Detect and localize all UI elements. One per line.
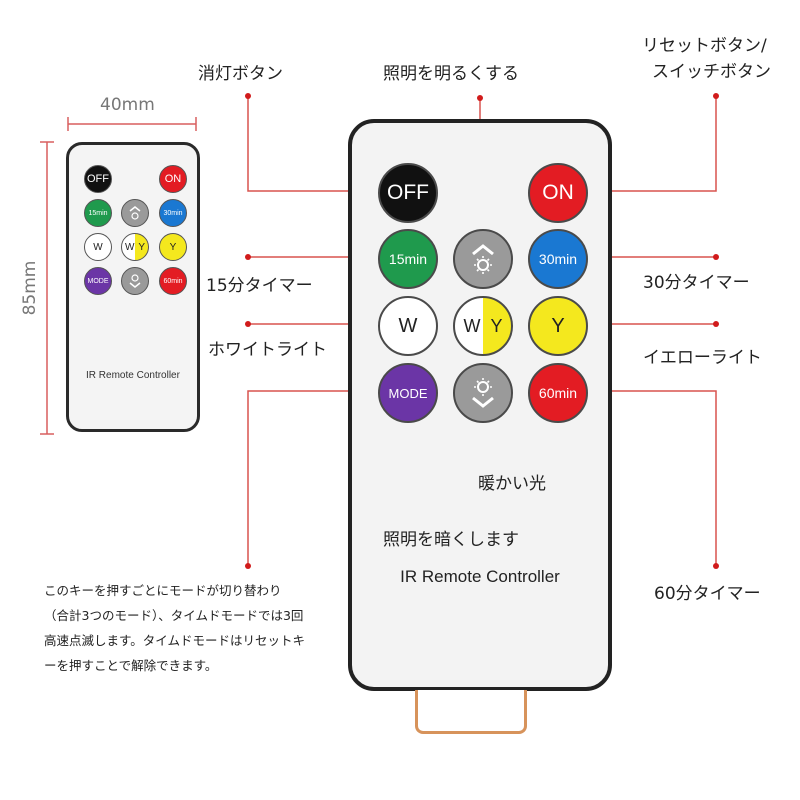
mode-description-line2: （合計3つのモード）、タイムドモードでは3回 xyxy=(44,608,304,623)
timer60-callout-line xyxy=(582,390,717,566)
on-callout-label-line2: スイッチボタン xyxy=(652,62,771,82)
brightness-up-button xyxy=(453,229,513,289)
timer30-callout-dot xyxy=(713,254,719,260)
small-brightness-up-button xyxy=(121,199,149,227)
small-on-button: ON xyxy=(159,165,187,193)
mode-description-line1: このキーを押すごとにモードが切り替わり xyxy=(44,583,282,598)
off-button: OFF xyxy=(378,163,438,223)
on-callout-line xyxy=(582,96,717,192)
small-off-button: OFF xyxy=(84,165,112,193)
mode-description-line4: ーを押すことで解除できます。 xyxy=(44,658,218,673)
small-warm-left-label: W xyxy=(124,241,135,253)
dimmer-callout-label: 照明を暗くします xyxy=(383,530,519,550)
on-button: ON xyxy=(528,163,588,223)
small-remote-title: IR Remote Controller xyxy=(86,370,180,381)
off-callout-label: 消灯ボタン xyxy=(198,64,283,84)
timer60-callout-dot xyxy=(713,563,719,569)
on-callout-label-line1: リセットボタン/ xyxy=(642,36,767,56)
width-dimension-label: 40mm xyxy=(100,95,155,115)
small-timer60-button: 60min xyxy=(159,267,187,295)
off-callout-line xyxy=(247,96,378,192)
ir-emitter-plug xyxy=(415,690,527,734)
timer60-button: 60min xyxy=(528,363,588,423)
brightness-up-icon xyxy=(472,244,494,274)
timer30-callout-label: 30分タイマー xyxy=(643,273,750,293)
yellow-callout-label: イエローライト xyxy=(643,348,762,368)
white-button: W xyxy=(378,296,438,356)
warm-right-label: Y xyxy=(490,315,503,336)
warm-left-label: W xyxy=(463,315,481,336)
brightness-up-icon xyxy=(129,206,141,220)
mode-callout-dot xyxy=(245,563,251,569)
white-callout-dot xyxy=(245,321,251,327)
brighter-callout-dot xyxy=(477,95,483,101)
off-callout-dot xyxy=(245,93,251,99)
mode-description: このキーを押すごとにモードが切り替わり （合計3つのモード）、タイムドモードでは… xyxy=(44,578,344,678)
brightness-down-button xyxy=(453,363,513,423)
timer15-callout-dot xyxy=(245,254,251,260)
small-timer15-button: 15min xyxy=(84,199,112,227)
small-brightness-down-button xyxy=(121,267,149,295)
small-yellow-button: Y xyxy=(159,233,187,261)
warm-callout-label: 暖かい光 xyxy=(478,474,546,494)
small-mode-button: MODE xyxy=(84,267,112,295)
big-remote-title: IR Remote Controller xyxy=(400,567,560,586)
brightness-down-icon xyxy=(472,378,494,408)
brightness-down-icon xyxy=(129,274,141,288)
mode-callout-line xyxy=(247,390,378,566)
small-timer30-button: 30min xyxy=(159,199,187,227)
timer30-button: 30min xyxy=(528,229,588,289)
small-warm-right-label: Y xyxy=(138,241,146,253)
small-white-button: W xyxy=(84,233,112,261)
on-callout-dot xyxy=(713,93,719,99)
height-dimension-label: 85mm xyxy=(20,260,40,316)
white-callout-label: ホワイトライト xyxy=(208,340,327,360)
brighter-callout-label: 照明を明るくする xyxy=(383,64,519,84)
yellow-callout-dot xyxy=(713,321,719,327)
yellow-button: Y xyxy=(528,296,588,356)
timer15-callout-label: 15分タイマー xyxy=(206,276,313,296)
mode-description-line3: 高速点滅します。タイムドモードはリセットキ xyxy=(44,633,306,648)
timer15-button: 15min xyxy=(378,229,438,289)
timer60-callout-label: 60分タイマー xyxy=(654,584,761,604)
mode-button: MODE xyxy=(378,363,438,423)
